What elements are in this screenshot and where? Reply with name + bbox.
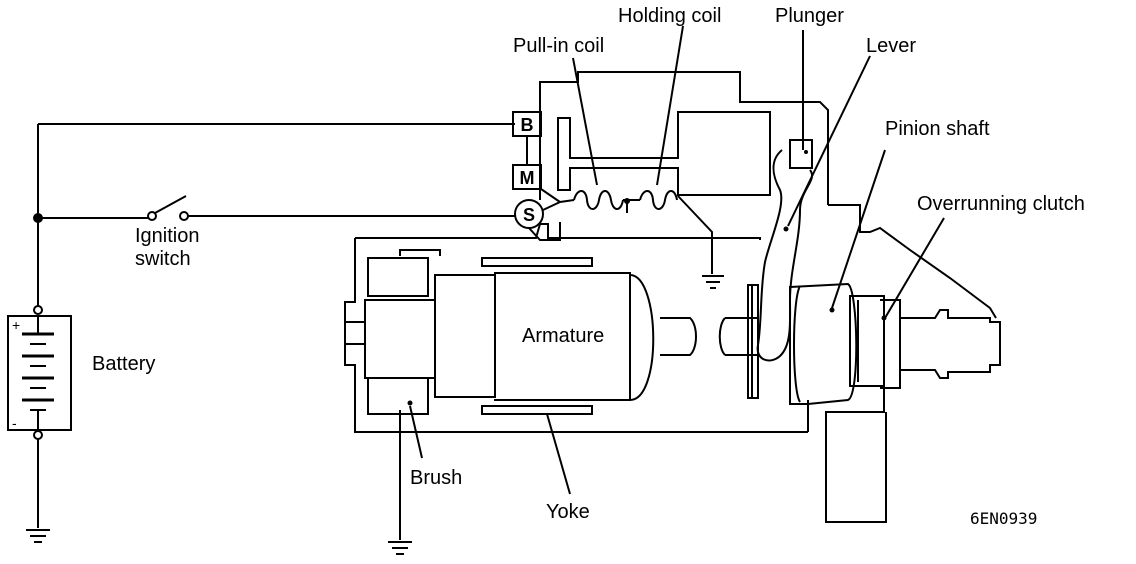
wire-s-to-coil — [542, 201, 561, 211]
terminal-b-label: B — [521, 115, 534, 135]
terminal-s-label: S — [523, 205, 535, 225]
label-pull-in-coil: Pull-in coil — [513, 35, 604, 57]
battery-symbol — [7, 315, 72, 431]
label-pinion-shaft: Pinion shaft — [885, 118, 990, 140]
label-lever: Lever — [866, 35, 916, 57]
ground-battery-icon — [26, 529, 50, 543]
label-ignition: Ignition — [135, 225, 200, 247]
solenoid — [539, 71, 829, 213]
terminal-m: M — [512, 164, 542, 190]
label-overrunning-clutch: Overrunning clutch — [917, 193, 1085, 215]
ground-solenoid-icon — [677, 195, 724, 289]
label-holding-coil: Holding coil — [618, 5, 721, 27]
holding-coil-winding — [639, 190, 678, 210]
wiring — [33, 123, 515, 528]
label-yoke: Yoke — [546, 501, 590, 523]
terminal-b: B — [512, 111, 542, 137]
label-battery: Battery — [92, 353, 155, 375]
wire-s-to-motor — [528, 222, 561, 241]
junction-dot — [33, 213, 43, 223]
armature — [345, 272, 758, 401]
yoke-pieces — [481, 257, 593, 415]
terminal-s: S — [514, 199, 544, 229]
label-armature: Armature — [522, 325, 604, 347]
lever-assembly — [747, 139, 813, 399]
terminal-m-label: M — [520, 168, 535, 188]
battery-terminal-top — [33, 305, 43, 315]
figure-code: 6EN0939 — [970, 509, 1037, 528]
ignition-switch — [147, 195, 189, 221]
battery-terminal-bottom — [33, 430, 43, 440]
leader-lines — [409, 25, 945, 495]
pull-in-coil-winding — [573, 190, 624, 210]
wire-m-to-coil — [540, 188, 561, 203]
battery-minus-sign: - — [12, 415, 17, 431]
battery-plus-sign: + — [12, 317, 20, 333]
label-plunger: Plunger — [775, 5, 844, 27]
label-brush: Brush — [410, 467, 462, 489]
brush-holders — [367, 249, 441, 415]
label-switch: switch — [135, 248, 191, 270]
clutch-pinion — [789, 282, 1001, 405]
